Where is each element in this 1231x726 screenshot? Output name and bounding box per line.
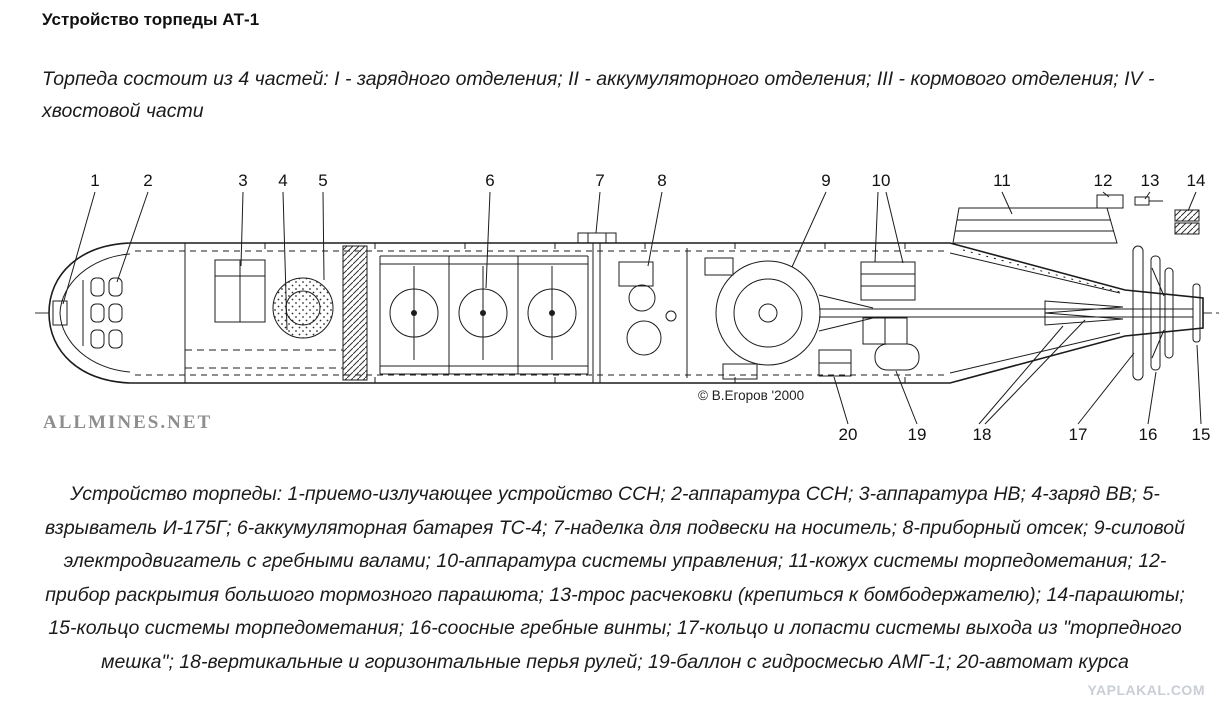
page-title: Устройство торпеды АТ-1: [42, 10, 260, 29]
parachute-housing: [952, 207, 1118, 244]
callout-4: 4: [278, 171, 287, 190]
torpedo-drawing: 1 2 3 4 5 6 7 8 9 10 11 12 13 14 20 19 1…: [35, 171, 1220, 444]
callout-14: 14: [1187, 171, 1206, 190]
nose-transducer: [52, 277, 123, 349]
leader-lines: [62, 191, 1202, 425]
battery-section: [379, 243, 601, 383]
release-cable: [1134, 196, 1163, 206]
course-automaton: [818, 349, 852, 377]
callout-6: 6: [485, 171, 494, 190]
nv-apparatus: [184, 243, 343, 383]
callouts-top: 1 2 3 4 5 6 7 8 9 10 11 12 13 14: [90, 171, 1205, 190]
intro-text: Торпеда состоит из 4 частей: I - зарядно…: [42, 68, 1155, 122]
callout-16: 16: [1139, 425, 1158, 444]
callout-15: 15: [1192, 425, 1211, 444]
electric-motor: [704, 257, 874, 380]
watermark-allmines: ALLMINES.NET: [43, 412, 213, 433]
callout-2: 2: [143, 171, 152, 190]
callout-9: 9: [821, 171, 830, 190]
callout-18: 18: [973, 425, 992, 444]
callout-10: 10: [872, 171, 891, 190]
caption-text: Устройство торпеды: 1-приемо-излучающее …: [45, 483, 1185, 673]
parachute-release-device: [1096, 194, 1124, 209]
callout-3: 3: [238, 171, 247, 190]
launch-ring: [1192, 283, 1201, 343]
torpedo-hull: [48, 242, 1204, 384]
coaxial-propellers: [1150, 255, 1174, 371]
exit-ring: [1132, 245, 1144, 381]
callout-19: 19: [908, 425, 927, 444]
parachute-pack: [1174, 209, 1200, 235]
callouts-bottom: 20 19 18 17 16 15: [839, 425, 1211, 444]
callout-5: 5: [318, 171, 327, 190]
propeller-shaft: [819, 308, 1193, 318]
callout-12: 12: [1094, 171, 1113, 190]
suspension-pad: [577, 232, 617, 244]
tail-cone: [949, 249, 1121, 374]
fuze-and-charge: [272, 245, 368, 381]
copyright-note: © В.Егоров '2000: [698, 388, 804, 403]
callout-17: 17: [1069, 425, 1088, 444]
torpedo-diagram: 1 2 3 4 5 6 7 8 9 10 11 12 13 14 20 19 1…: [35, 168, 1220, 460]
rudder-feathers: [1044, 300, 1124, 326]
callout-7: 7: [595, 171, 604, 190]
watermark-yaplakal: YAPLAKAL.COM: [1087, 682, 1205, 698]
callout-8: 8: [657, 171, 666, 190]
callout-1: 1: [90, 171, 99, 190]
instrument-compartment: [618, 248, 688, 378]
hydro-bottle: [874, 343, 920, 371]
callout-11: 11: [993, 171, 1011, 190]
callout-20: 20: [839, 425, 858, 444]
callout-13: 13: [1141, 171, 1160, 190]
